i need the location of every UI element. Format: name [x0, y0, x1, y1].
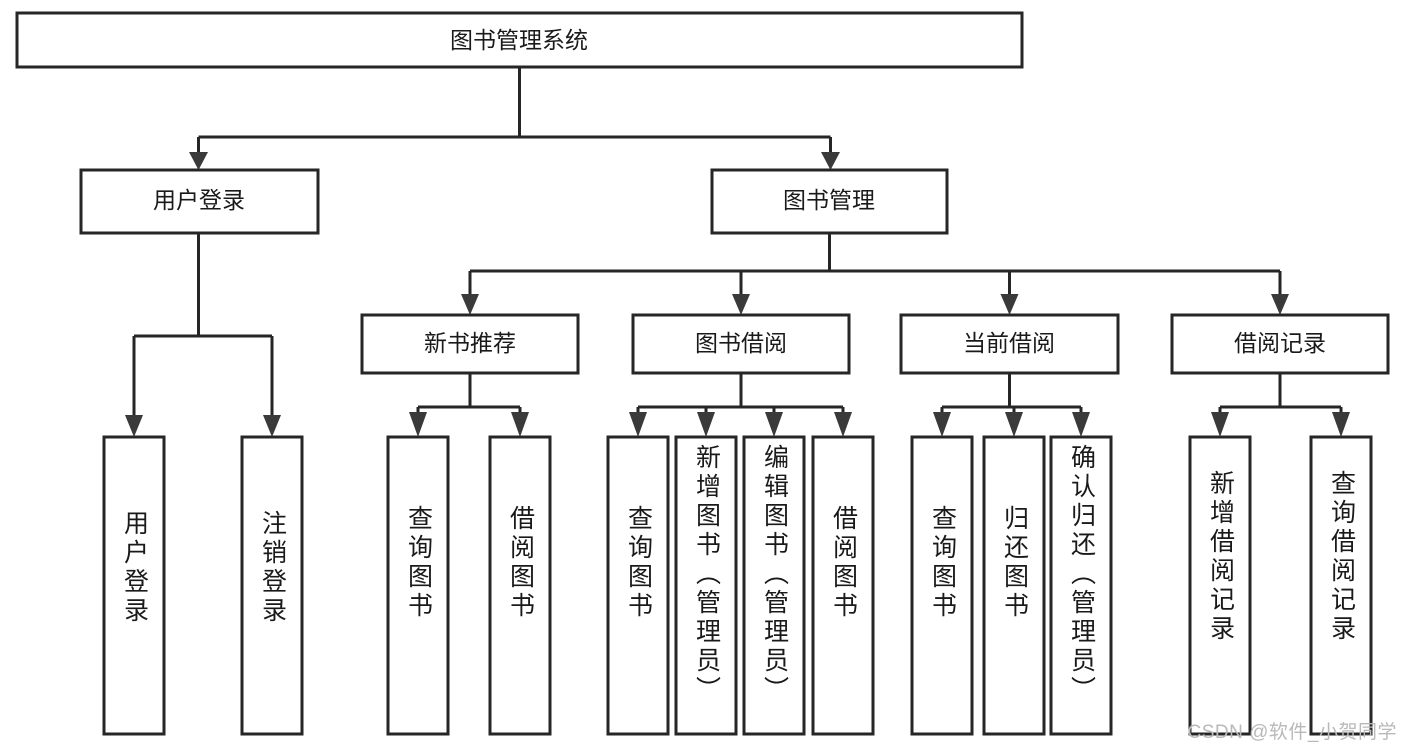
connector-group-borrow-record [1211, 373, 1350, 437]
node-new-book-recommend[interactable]: 新书推荐 [360, 313, 580, 375]
arrow-head-leaf-add-book-admin [697, 412, 715, 437]
node-leaf-query-book-rec-box[interactable] [386, 435, 450, 736]
node-borrow-record[interactable]: 借阅记录 [1170, 313, 1390, 375]
node-book-borrow-box[interactable] [631, 313, 851, 375]
arrow-head-leaf-confirm-return-admin [1072, 412, 1090, 437]
arrow-head-leaf-query-book-current [933, 412, 951, 437]
arrow-head-book-borrow [732, 294, 750, 315]
arrow-head-userlogin [189, 152, 208, 170]
node-user-login-label: 用户登录 [153, 187, 245, 213]
node-leaf-query-borrow-record-box[interactable] [1309, 435, 1373, 736]
arrow-head-leaf-query-book-borrow [629, 412, 647, 437]
arrow-head-bookmgmt [821, 152, 840, 170]
node-new-book-recommend-label: 新书推荐 [424, 330, 516, 356]
node-user-login-box[interactable] [79, 168, 320, 235]
node-current-borrow-label: 当前借阅 [963, 330, 1055, 356]
node-book-borrow-label: 图书借阅 [695, 330, 787, 356]
node-root[interactable]: 图书管理系统 [15, 11, 1024, 69]
leaf-boxes [102, 435, 1373, 736]
connector-group-new-book-recommend [409, 373, 529, 437]
connector-group-book-borrow [629, 373, 852, 437]
connector-group-book-management [461, 233, 1289, 315]
arrow-head-leaf-logout [263, 415, 281, 437]
node-leaf-edit-book-admin-box[interactable] [742, 435, 806, 736]
csdn-watermark: CSDN @软件_小贺同学 [1187, 722, 1397, 743]
connector-group-root [189, 67, 840, 170]
node-leaf-query-book-borrow-box[interactable] [606, 435, 670, 736]
arrow-head-leaf-query-book-rec [409, 412, 427, 437]
node-leaf-query-book-current-box[interactable] [910, 435, 974, 736]
node-leaf-add-book-admin-box[interactable] [674, 435, 738, 736]
node-leaf-return-book-box[interactable] [982, 435, 1046, 736]
node-book-borrow[interactable]: 图书借阅 [631, 313, 851, 375]
arrow-head-current-borrow [1000, 294, 1019, 315]
node-leaf-borrow-book-box[interactable] [811, 435, 875, 736]
node-leaf-borrow-book-rec-box[interactable] [488, 435, 552, 736]
node-new-book-recommend-box[interactable] [360, 313, 580, 375]
arrow-head-borrow-record [1271, 294, 1289, 315]
arrow-head-leaf-user-login [125, 415, 143, 437]
node-book-management-box[interactable] [710, 168, 949, 235]
arrow-head-new-book-recommend [461, 294, 479, 315]
node-root-box[interactable] [15, 11, 1024, 69]
arrow-head-leaf-query-borrow-record [1332, 412, 1350, 437]
node-root-label: 图书管理系统 [450, 27, 588, 53]
node-leaf-user-login-box[interactable] [102, 435, 166, 736]
node-book-management[interactable]: 图书管理 [710, 168, 949, 235]
node-book-management-label: 图书管理 [783, 187, 875, 213]
node-leaf-add-borrow-record-box[interactable] [1188, 435, 1252, 736]
connector-group-user-login [125, 233, 281, 437]
node-leaf-confirm-return-admin-box[interactable] [1049, 435, 1113, 736]
arrow-head-leaf-return-book [1005, 412, 1023, 437]
node-current-borrow-box[interactable] [899, 313, 1120, 375]
connector-group-current-borrow [933, 373, 1090, 437]
node-leaf-logout-box[interactable] [240, 435, 304, 736]
node-borrow-record-label: 借阅记录 [1234, 330, 1326, 356]
node-borrow-record-box[interactable] [1170, 313, 1390, 375]
node-current-borrow[interactable]: 当前借阅 [899, 313, 1120, 375]
node-user-login[interactable]: 用户登录 [79, 168, 320, 235]
arrow-head-leaf-borrow-book [834, 412, 852, 437]
arrow-head-leaf-add-borrow-record [1211, 412, 1229, 437]
arrow-head-leaf-borrow-book-rec [511, 412, 529, 437]
arrow-head-leaf-edit-book-admin [765, 412, 783, 437]
